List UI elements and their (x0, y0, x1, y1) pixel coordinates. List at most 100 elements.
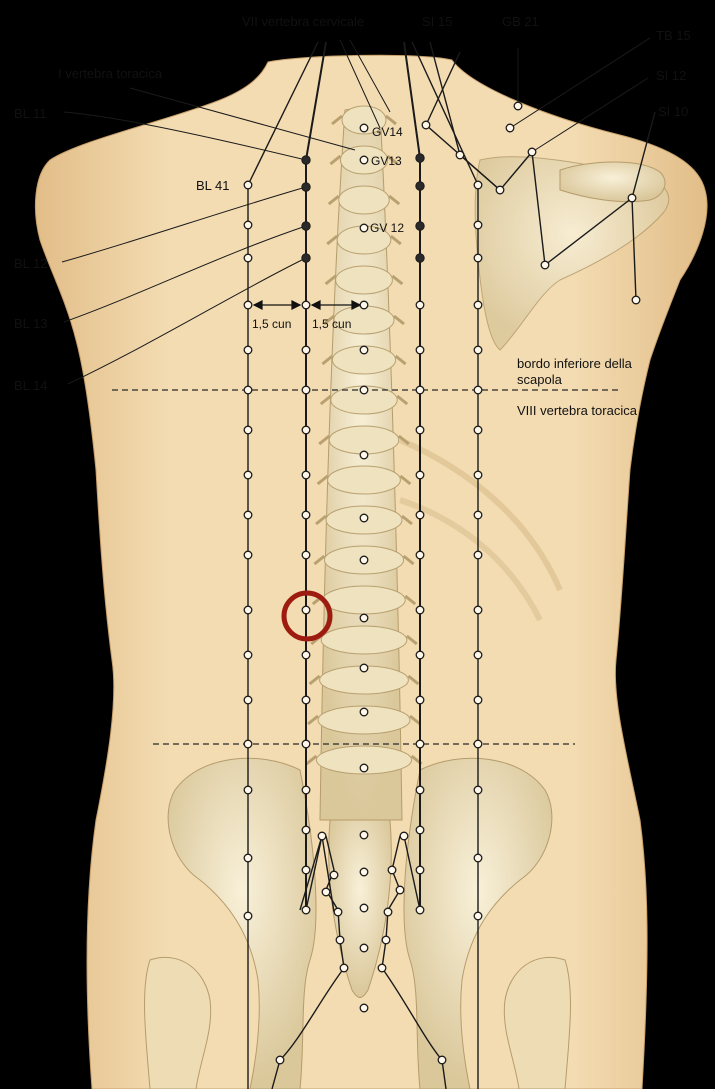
acupoint-bl-outer-left (244, 912, 252, 920)
label-bl14: BL 14 (14, 378, 48, 393)
acupoint-gv (360, 556, 368, 564)
acupoint-bl-inner-left (302, 551, 310, 559)
acupoint-bl-outer-left (244, 786, 252, 794)
acupoint-bl-outer-right (474, 854, 482, 862)
acupoint-bl-inner-right-filled (416, 154, 424, 162)
acupoint-sacral (340, 964, 348, 972)
acupoint-sacral (330, 871, 338, 879)
acupoint-bl-inner-right-filled (416, 222, 424, 230)
acupoint-bl-outer-right (474, 696, 482, 704)
acupoint-bl-outer-right (474, 740, 482, 748)
acupoint-sacral (400, 832, 408, 840)
acupoint-sacral (382, 936, 390, 944)
acupoint-bl-inner-left (302, 386, 310, 394)
acupoint-gv (360, 868, 368, 876)
acupoint-bl-inner-left-filled (302, 222, 310, 230)
acupoint-shoulder (506, 124, 514, 132)
acupoint-sacral (334, 908, 342, 916)
acupoint-bl-inner-left-filled (302, 254, 310, 262)
acupoint-sacral (378, 964, 386, 972)
acupoint-bl-inner-left-filled (302, 183, 310, 191)
acupoint-bl-inner-left (302, 826, 310, 834)
acupoint-shoulder (422, 121, 430, 129)
label-i-vertebra-toracica: I vertebra toracica (58, 66, 163, 81)
acupoint-shoulder (541, 261, 549, 269)
acupoint-bl-inner-left (302, 786, 310, 794)
label-tb15: TB 15 (656, 28, 691, 43)
acupoint-gv (360, 708, 368, 716)
acupoint-bl-outer-right (474, 786, 482, 794)
acupoint-bl-outer-right (474, 606, 482, 614)
acupoint-bl-inner-right (416, 511, 424, 519)
acupoint-bl-inner-right (416, 866, 424, 874)
label-bl11: BL 11 (14, 106, 47, 121)
vertebra (329, 426, 399, 454)
label-vii-vertebra-cervicale: VII vertebra cervicale (242, 14, 364, 29)
acupoint-bl-inner-left (302, 346, 310, 354)
acupoint-bl-outer-left (244, 651, 252, 659)
acupoint-bl-inner-left (302, 740, 310, 748)
label-viii-vertebra-toracica: VIII vertebra toracica (517, 403, 638, 418)
acupoint-gv (360, 764, 368, 772)
acupoint-bl-inner-right (416, 906, 424, 914)
acupoint-shoulder (514, 102, 522, 110)
acupoint-shoulder (456, 151, 464, 159)
acupoint-bl-inner-left (302, 426, 310, 434)
vertebra (328, 466, 401, 494)
acupoint-bl-outer-right (474, 511, 482, 519)
acupoint-sacral (388, 866, 396, 874)
acupoint-bl-outer-right (474, 254, 482, 262)
acupoint-bl-outer-left (244, 696, 252, 704)
acupoint-bl-inner-right (416, 551, 424, 559)
acupoint-bl-outer-right (474, 551, 482, 559)
vertebra (339, 186, 389, 214)
vertebra (321, 626, 407, 654)
acupoint-bl-inner-right (416, 651, 424, 659)
acupoint-bl-inner-left (302, 866, 310, 874)
label-bl12: BL 12 (14, 256, 48, 271)
acupoint-bl-inner-right (416, 826, 424, 834)
acupoint-bl-inner-right (416, 696, 424, 704)
acupoint-bl-inner-right (416, 606, 424, 614)
acupoint-bl-outer-right (474, 471, 482, 479)
acupoint-bl-outer-left (244, 346, 252, 354)
acupoint-bl-outer-left (244, 254, 252, 262)
label-si12: SI 12 (656, 68, 686, 83)
acupoint-bl-inner-left (302, 906, 310, 914)
acupoint-shoulder (528, 148, 536, 156)
acupoint-bl-inner-left-filled (302, 156, 310, 164)
acupoint-bl-inner-left (302, 471, 310, 479)
tb15-lead (510, 38, 650, 128)
acupoint-bl-inner-right (416, 426, 424, 434)
acupoint-sacral (318, 832, 326, 840)
acupoint-bl-outer-right (474, 651, 482, 659)
acupoint-gv (360, 831, 368, 839)
acupoint-shoulder (632, 296, 640, 304)
acupoint-bl-inner-right (416, 301, 424, 309)
acupoint-bl-inner-right (416, 346, 424, 354)
acupoint-bl-inner-left (302, 651, 310, 659)
acupoint-bl-outer-right (474, 181, 482, 189)
acupoint-sacral (438, 1056, 446, 1064)
acupoint-gv (360, 451, 368, 459)
label-cun-right: 1,5 cun (312, 317, 351, 331)
acupoint-bl-outer-right (474, 301, 482, 309)
label-bl41: BL 41 (196, 178, 230, 193)
acupoint-sacral (322, 888, 330, 896)
label-si10: SI 10 (658, 104, 688, 119)
label-gv12: GV 12 (370, 221, 404, 235)
label-gb21: GB 21 (502, 14, 539, 29)
acupoint-gv (360, 514, 368, 522)
acupoint-gv (360, 301, 368, 309)
acupoint-bl-outer-left (244, 854, 252, 862)
label-bordo-inferiore-2: scapola (517, 372, 563, 387)
acupoint-bl-inner-left (302, 511, 310, 519)
acupoint-sacral (336, 936, 344, 944)
acupoint-gv (360, 904, 368, 912)
acupoint-gv (360, 944, 368, 952)
label-gv13: GV13 (371, 154, 402, 168)
acupoint-bl-outer-left (244, 426, 252, 434)
acupoint-bl-inner-left (302, 606, 310, 614)
acupoint-bl-inner-right-filled (416, 182, 424, 190)
acupoint-sacral (276, 1056, 284, 1064)
